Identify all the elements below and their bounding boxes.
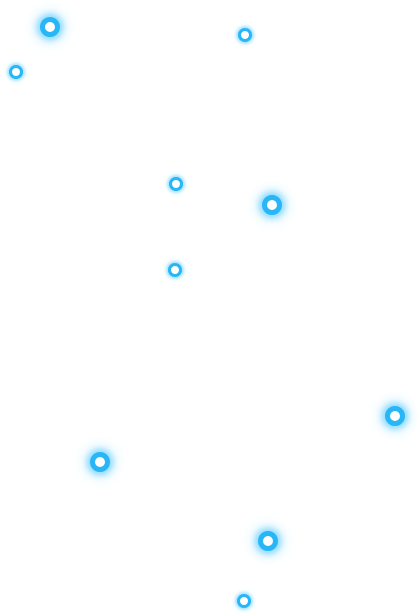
- glow-dot-1: [40, 17, 60, 37]
- glow-dot-4: [169, 177, 183, 191]
- glow-dot-9: [258, 531, 278, 551]
- glow-dot-7: [385, 406, 405, 426]
- glow-dot-10: [237, 594, 251, 608]
- glow-dot-3: [9, 65, 23, 79]
- glow-dot-5: [262, 195, 282, 215]
- glow-dot-6: [168, 263, 182, 277]
- glow-dot-2: [238, 28, 252, 42]
- glow-dot-8: [90, 452, 110, 472]
